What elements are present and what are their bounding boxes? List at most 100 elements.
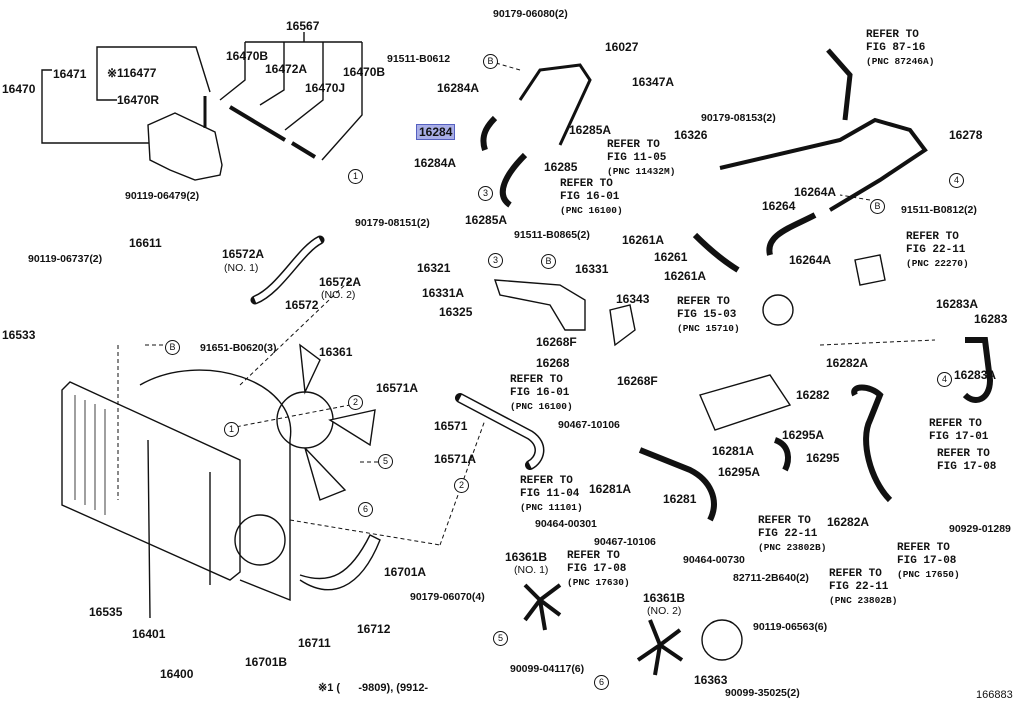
- part-label-16268F[interactable]: 16268F: [617, 374, 658, 388]
- part-label-16361B-no2[interactable]: 16361B: [643, 591, 686, 605]
- part-label-16331A[interactable]: 16331A: [422, 286, 465, 300]
- part-label-16283A[interactable]: 16283A: [936, 297, 979, 311]
- part-label-90099-04117[interactable]: 90099-04117(6): [510, 663, 585, 675]
- part-label-16282[interactable]: 16282: [796, 388, 830, 402]
- part-label-16401[interactable]: 16401: [132, 627, 166, 641]
- part-label-90179-08151[interactable]: 90179-08151(2): [355, 217, 430, 229]
- part-label-16701B[interactable]: 16701B: [245, 655, 288, 669]
- part-label-16283[interactable]: 16283: [974, 312, 1008, 326]
- part-label-16281A[interactable]: 16281A: [589, 482, 632, 496]
- part-label-16361[interactable]: 16361: [319, 345, 353, 359]
- part-label-16261[interactable]: 16261: [654, 250, 688, 264]
- part-label-16284A[interactable]: 16284A: [437, 81, 480, 95]
- part-label-16264A[interactable]: 16264A: [789, 253, 832, 267]
- part-label-16264[interactable]: 16264: [762, 199, 796, 213]
- part-label-91511-B0612[interactable]: 91511-B0612: [387, 53, 451, 65]
- part-label-90929-01289[interactable]: 90929-01289: [949, 523, 1011, 535]
- part-label-16295[interactable]: 16295: [806, 451, 840, 465]
- part-label-90467-10106[interactable]: 90467-10106: [594, 536, 656, 548]
- part-label-90119-06479[interactable]: 90119-06479(2): [125, 190, 200, 202]
- part-label-90119-06737[interactable]: 90119-06737(2): [28, 253, 103, 265]
- part-label-16571[interactable]: 16571: [434, 419, 468, 433]
- part-label-16470R[interactable]: 16470R: [117, 93, 160, 107]
- part-label-16470[interactable]: 16470: [2, 82, 36, 96]
- part-label-16470B[interactable]: 16470B: [226, 49, 269, 63]
- part-label-16278[interactable]: 16278: [949, 128, 983, 142]
- part-label-16571A[interactable]: 16571A: [434, 452, 477, 466]
- part-label-16281A[interactable]: 16281A: [712, 444, 755, 458]
- part-label-90179-06070[interactable]: 90179-06070(4): [410, 591, 485, 603]
- part-label-16533[interactable]: 16533: [2, 328, 36, 342]
- part-label-16321[interactable]: 16321: [417, 261, 451, 275]
- part-label-16535[interactable]: 16535: [89, 605, 123, 619]
- part-label-16283A[interactable]: 16283A: [954, 368, 997, 382]
- part-label-16701A[interactable]: 16701A: [384, 565, 427, 579]
- part-label-16295A[interactable]: 16295A: [782, 428, 825, 442]
- part-label-16567[interactable]: 16567: [286, 19, 320, 33]
- part-label-16363[interactable]: 16363: [694, 673, 728, 687]
- part-label-16285A[interactable]: 16285A: [569, 123, 612, 137]
- part-label-90119-06563[interactable]: 90119-06563(6): [753, 621, 828, 633]
- part-label-16470J[interactable]: 16470J: [305, 81, 346, 95]
- hose-16283: [962, 337, 994, 403]
- part-label-16027[interactable]: 16027: [605, 40, 639, 54]
- part-label-16284A[interactable]: 16284A: [414, 156, 457, 170]
- part-label-16400[interactable]: 16400: [160, 667, 194, 681]
- part-label-16477[interactable]: ※116477: [107, 66, 157, 80]
- part-label-16326[interactable]: 16326: [674, 128, 708, 142]
- part-label-16268[interactable]: 16268: [536, 356, 570, 370]
- part-label-16572A-no1[interactable]: 16572A: [222, 247, 265, 261]
- part-label-91651-B0620[interactable]: 91651-B0620(3): [200, 342, 277, 354]
- part-label-16325[interactable]: 16325: [439, 305, 473, 319]
- part-16343: [609, 304, 636, 347]
- part-label-16347A[interactable]: 16347A: [632, 75, 675, 89]
- part-label-16471[interactable]: 16471: [53, 67, 87, 81]
- heater-unit: [699, 374, 792, 431]
- part-label-90464-00301[interactable]: 90464-00301: [535, 518, 597, 530]
- part-label-16571A[interactable]: 16571A: [376, 381, 419, 395]
- part-label-16572A-no2[interactable]: 16572A: [319, 275, 362, 289]
- part-label-16361B-no1[interactable]: 16361B: [505, 550, 548, 564]
- part-label-16281[interactable]: 16281: [663, 492, 697, 506]
- part-label-16712[interactable]: 16712: [357, 622, 391, 636]
- part-label-16285A[interactable]: 16285A: [465, 213, 508, 227]
- part-label-16282A[interactable]: 16282A: [827, 515, 870, 529]
- part-label-91511-B0812[interactable]: 91511-B0812(2): [901, 204, 977, 216]
- part-label-16572[interactable]: 16572: [285, 298, 319, 312]
- part-label-91511-B0865[interactable]: 91511-B0865(2): [514, 229, 590, 241]
- part-label-16285[interactable]: 16285: [544, 160, 578, 174]
- part-label-16711[interactable]: 16711: [298, 636, 331, 650]
- part-label-16295A[interactable]: 16295A: [718, 465, 761, 479]
- part-label-16268F[interactable]: 16268F: [536, 335, 577, 349]
- part-label-90179-08153[interactable]: 90179-08153(2): [701, 112, 776, 124]
- part-label-16472A[interactable]: 16472A: [265, 62, 308, 76]
- part-label-90099-35025[interactable]: 90099-35025(2): [725, 687, 800, 699]
- part-label-16264A[interactable]: 16264A: [794, 185, 837, 199]
- part-label-16343[interactable]: 16343: [616, 292, 650, 306]
- part-label-90464-00730[interactable]: 90464-00730: [683, 554, 745, 566]
- part-label-16284-highlighted[interactable]: 16284: [416, 124, 456, 140]
- part-label-16331[interactable]: 16331: [575, 262, 609, 276]
- part-label-16261A[interactable]: 16261A: [664, 269, 707, 283]
- part-label-16611[interactable]: 16611: [129, 236, 162, 250]
- part-label-90179-06080[interactable]: 90179-06080(2): [493, 8, 568, 20]
- part-label-16470B[interactable]: 16470B: [343, 65, 386, 79]
- part-label-90467-10106[interactable]: 90467-10106: [558, 419, 620, 431]
- part-label-16261A[interactable]: 16261A: [622, 233, 665, 247]
- part-label-16282A[interactable]: 16282A: [826, 356, 869, 370]
- part-label-82711-2B640[interactable]: 82711-2B640(2): [733, 572, 809, 584]
